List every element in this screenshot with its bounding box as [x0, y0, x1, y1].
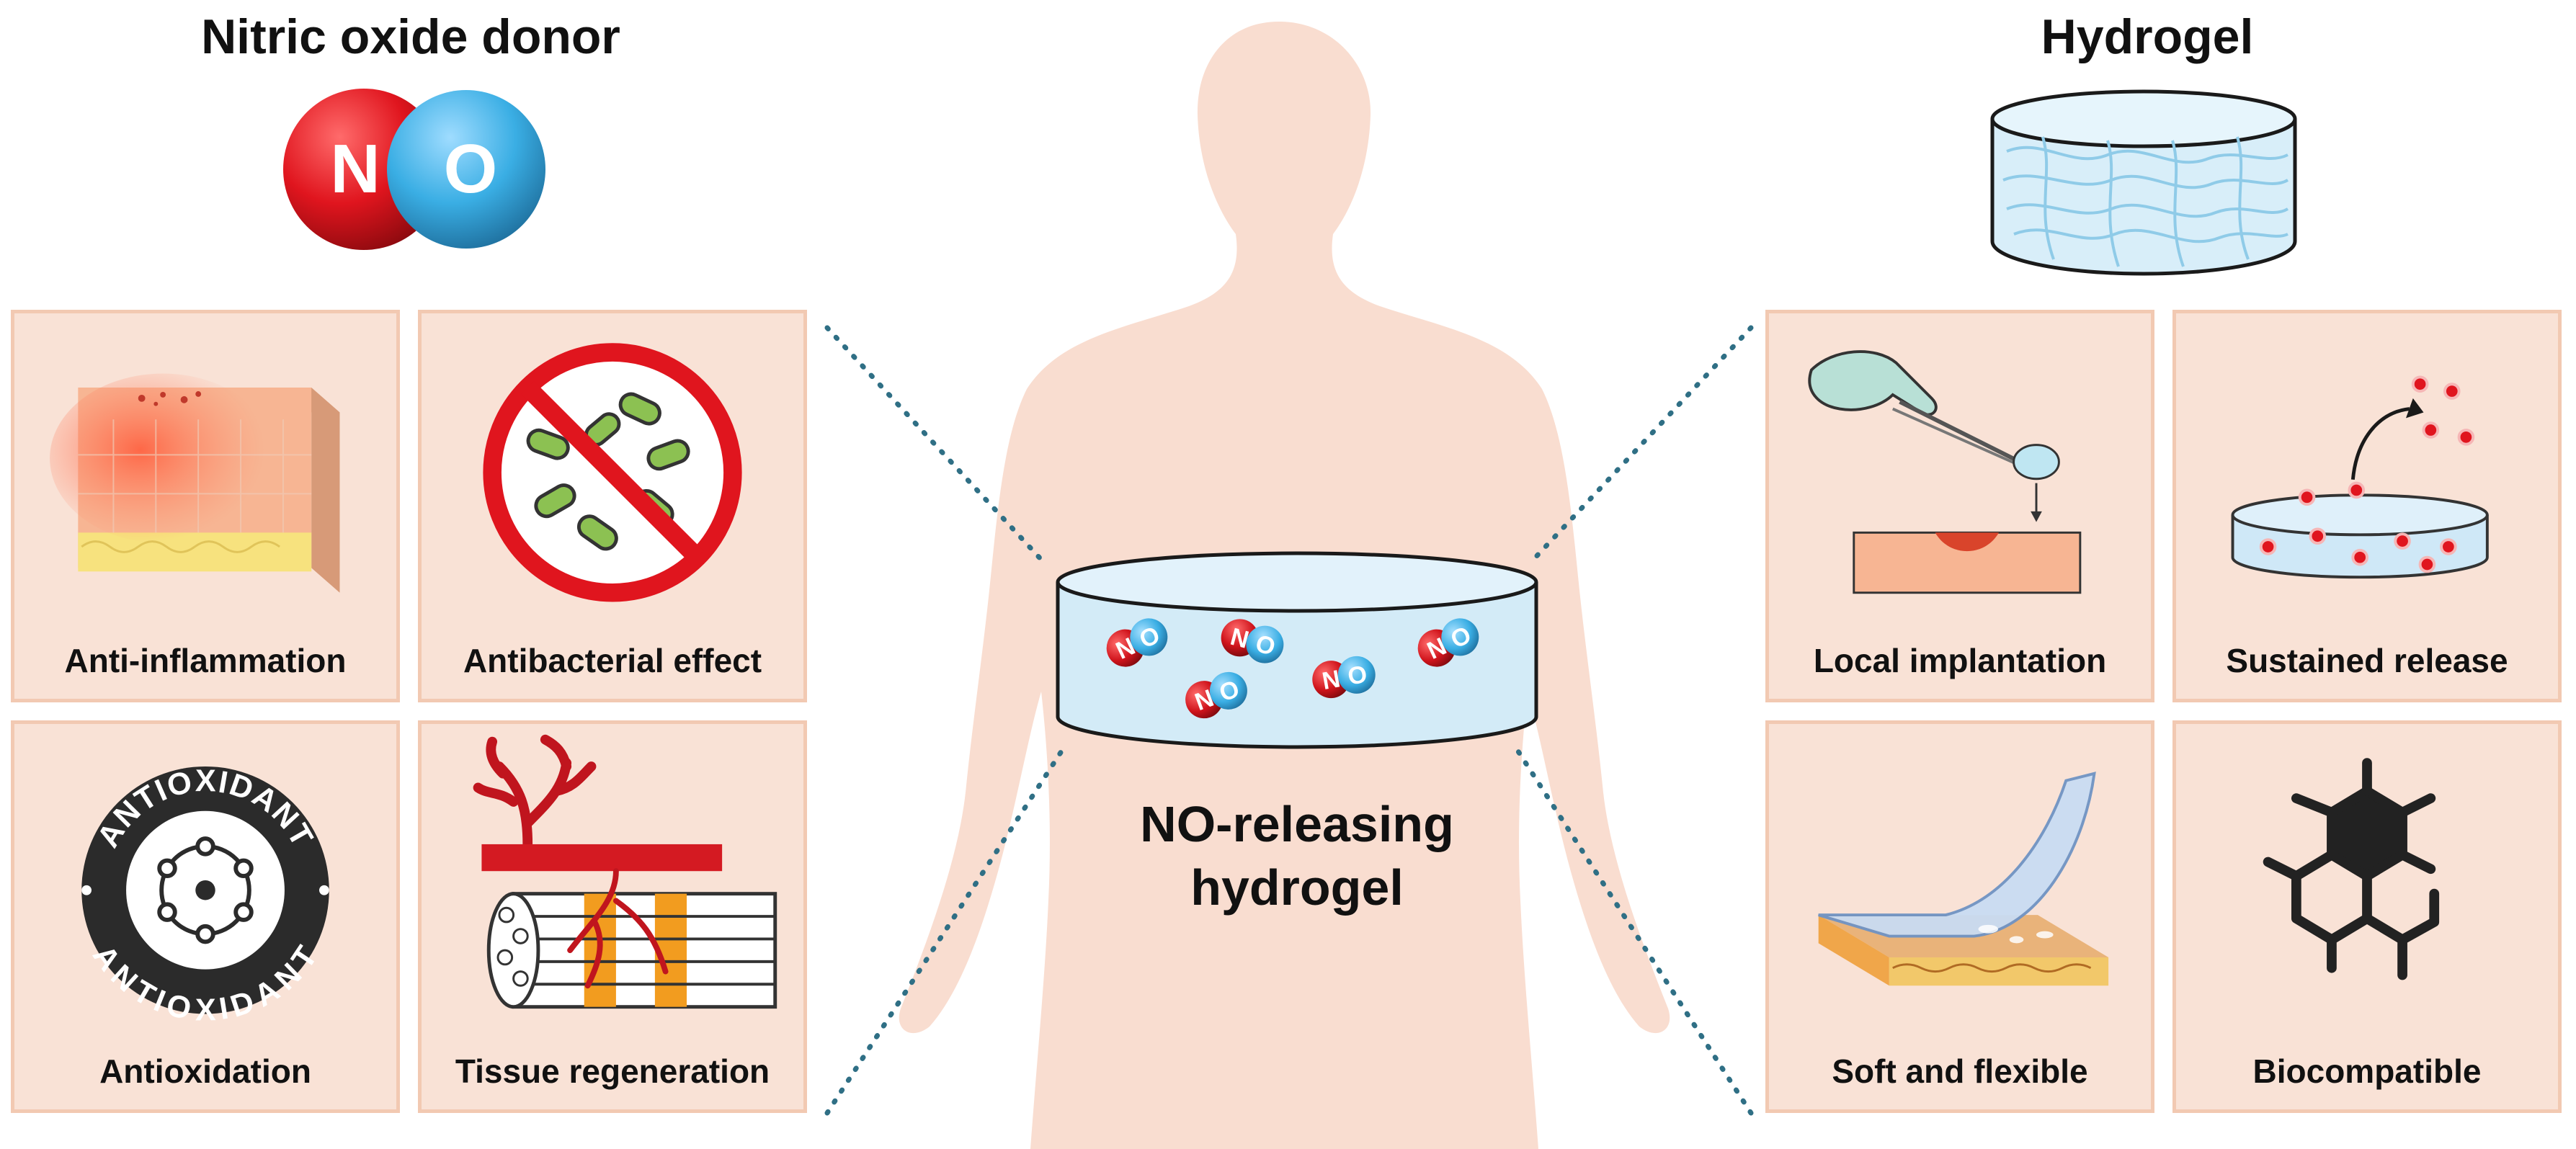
panel-label: Anti-inflammation [64, 642, 347, 679]
panel-antioxidation: ANTIOXIDANT ANTIOXIDANT Antioxidation [11, 720, 400, 1113]
center-label-line2: hydrogel [1190, 859, 1404, 916]
tweezers-implant-icon [1808, 350, 2082, 594]
panel-label: Tissue regeneration [455, 1052, 770, 1090]
no-bacteria-icon [483, 343, 742, 602]
panel-label: Sustained release [2226, 642, 2508, 679]
antioxidant-badge-icon: ANTIOXIDANT ANTIOXIDANT [81, 764, 329, 1024]
no-molecule-icon: N O [283, 89, 545, 250]
panel-antibacterial: Antibacterial effect [418, 310, 807, 702]
peeling-patch-icon [1818, 772, 2109, 986]
panel-sustained-release: Sustained release [2172, 310, 2562, 702]
connector-top-right [1528, 325, 1754, 565]
center-label-line1: NO-releasing [1140, 796, 1454, 852]
inflamed-skin-icon [50, 373, 340, 593]
panel-anti-inflammation: Anti-inflammation [11, 310, 400, 702]
left-title: Nitric oxide donor [201, 9, 620, 64]
connector-bottom-left [824, 746, 1066, 1116]
no-releasing-hydrogel-icon: N O [1056, 551, 1538, 749]
panel-label: Biocompatible [2252, 1052, 2482, 1090]
panel-soft-flexible: Soft and flexible [1765, 720, 2154, 1113]
right-title: Hydrogel [2041, 9, 2254, 64]
connector-top-left [824, 325, 1046, 565]
panel-local-implantation: Local implantation [1765, 310, 2154, 702]
molecule-structure-icon [2263, 758, 2440, 980]
hydrogel-disc-icon [1990, 89, 2297, 276]
molecule-o-label: O [444, 130, 498, 207]
center-label: NO-releasing hydrogel [1081, 792, 1513, 919]
panel-label: Soft and flexible [1832, 1052, 2088, 1090]
panel-tissue-regeneration: Tissue regeneration [418, 720, 807, 1113]
blood-vessel-muscle-icon [473, 734, 777, 1009]
panel-label: Antioxidation [99, 1052, 311, 1090]
release-disc-icon [2231, 375, 2489, 579]
panel-biocompatible: Biocompatible [2172, 720, 2562, 1113]
panel-label: Local implantation [1813, 642, 2107, 679]
panel-label: Antibacterial effect [463, 642, 762, 679]
molecule-n-label: N [330, 130, 380, 207]
connector-bottom-right [1514, 746, 1754, 1116]
